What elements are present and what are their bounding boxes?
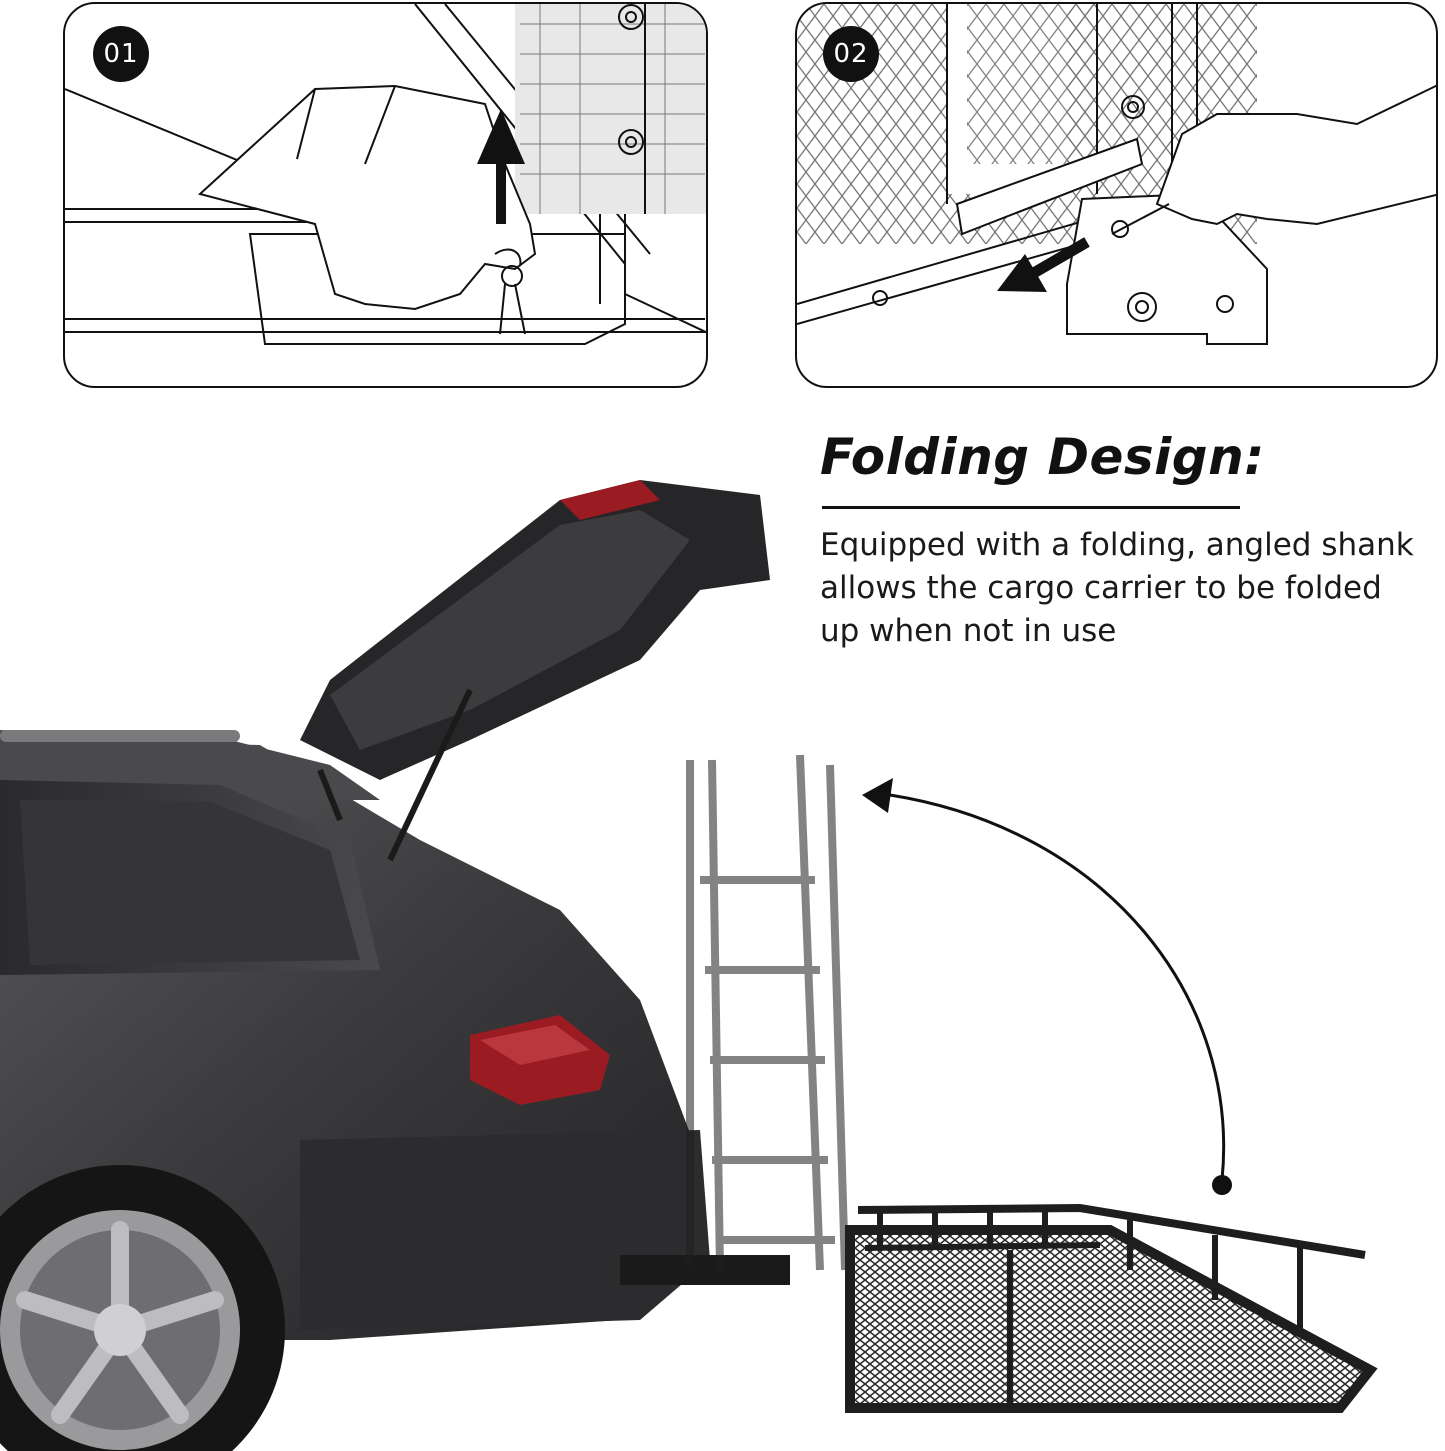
open-tailgate: [300, 480, 770, 862]
folded-carrier: [686, 754, 849, 1271]
product-scene: [0, 480, 1378, 1451]
step-1-panel: 01: [63, 2, 708, 388]
arrow-down-left-icon: [997, 237, 1090, 292]
arrow-up-icon: [477, 109, 525, 224]
car: [0, 730, 790, 1451]
step-1-illustration: [65, 4, 706, 345]
step-2-badge: 02: [823, 26, 879, 82]
feature-title: Folding Design:: [820, 428, 1265, 486]
title-underline: [822, 506, 1240, 509]
step-2-panel: 02: [795, 2, 1438, 388]
curved-fold-arrow-icon: [862, 778, 1232, 1195]
feature-description: Equipped with a folding, angled shank al…: [820, 527, 1414, 649]
step-2-illustration: [797, 4, 1436, 345]
step-1-badge: 01: [93, 26, 149, 82]
deployed-carrier: [845, 1203, 1378, 1413]
